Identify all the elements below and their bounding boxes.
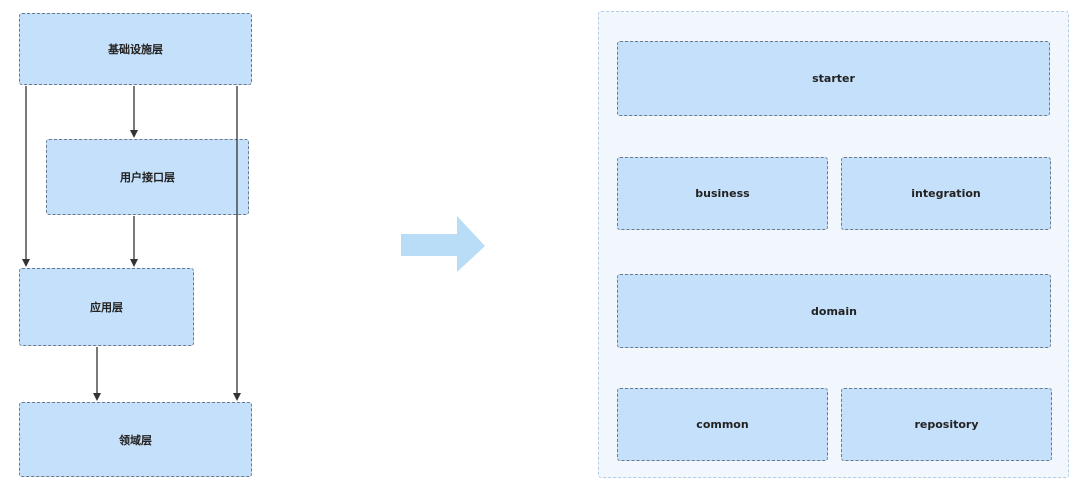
module-repository: repository [841,388,1052,461]
layer-infrastructure: 基础设施层 [19,13,252,85]
module-common-label: common [696,418,749,431]
layer-user-interface-label: 用户接口层 [120,171,175,184]
layer-domain-label: 领域层 [119,433,152,447]
module-domain-label: domain [811,304,857,318]
module-starter: starter [617,41,1050,116]
layer-user-interface: 用户接口层 [46,139,249,215]
layer-domain: 领域层 [19,402,252,477]
module-integration: integration [841,157,1051,230]
layer-infrastructure-label: 基础设施层 [108,43,163,56]
module-common: common [617,388,828,461]
module-integration-label: integration [911,187,981,200]
layer-application: 应用层 [19,268,194,346]
module-starter-label: starter [812,72,855,85]
module-repository-label: repository [914,418,979,431]
module-business: business [617,157,828,230]
module-business-label: business [695,187,750,200]
layer-application-label: 应用层 [90,301,123,314]
module-domain: domain [617,274,1051,348]
transition-arrow [401,216,485,272]
